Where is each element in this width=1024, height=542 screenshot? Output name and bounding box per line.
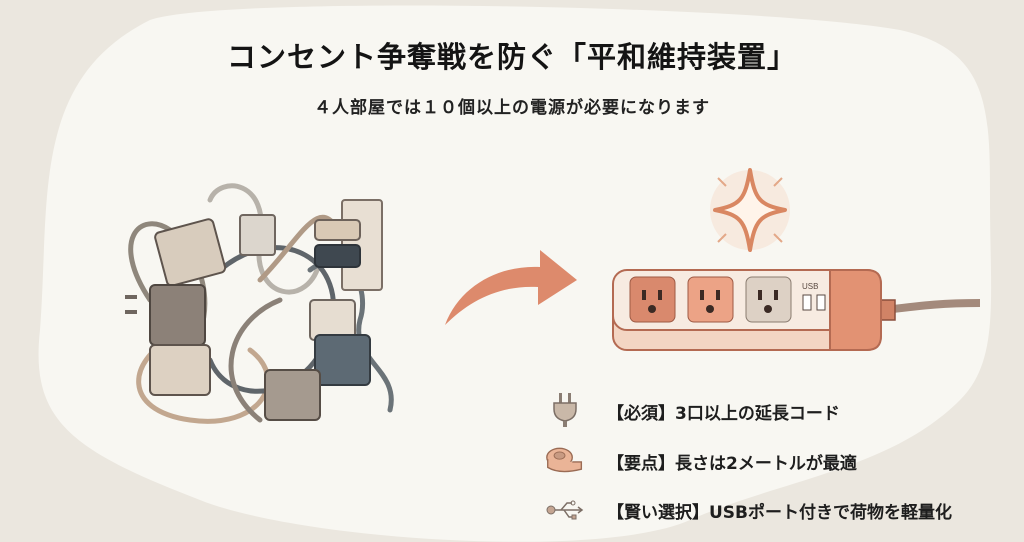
feature-item-required: 【必須】3口以上の延長コード bbox=[545, 393, 840, 429]
usb-icon bbox=[545, 492, 585, 528]
outlet-3 bbox=[745, 276, 792, 323]
outlet-2 bbox=[687, 276, 734, 323]
feature-item-usb: 【賢い選択】USBポート付きで荷物を軽量化 bbox=[545, 492, 952, 528]
sparkle-icon bbox=[710, 168, 790, 252]
page-title: コンセント争奪戦を防ぐ「平和維持装置」 bbox=[226, 40, 797, 74]
tangled-cables-illustration bbox=[125, 183, 394, 424]
usb-label: USB bbox=[802, 282, 818, 291]
feature-item-length: 【要点】長さは2メートルが最適 bbox=[545, 443, 857, 479]
feature-text: 【要点】長さは2メートルが最適 bbox=[607, 453, 857, 474]
tape-measure-icon bbox=[545, 443, 585, 479]
plug-icon bbox=[545, 393, 585, 429]
feature-text: 【必須】3口以上の延長コード bbox=[607, 403, 840, 424]
outlet-1 bbox=[629, 276, 676, 323]
feature-text: 【賢い選択】USBポート付きで荷物を軽量化 bbox=[607, 502, 953, 523]
curved-arrow-icon bbox=[445, 250, 577, 325]
power-strip-illustration: USB bbox=[612, 269, 980, 351]
page-subtitle: ４人部屋では１０個以上の電源が必要になります bbox=[314, 98, 710, 118]
